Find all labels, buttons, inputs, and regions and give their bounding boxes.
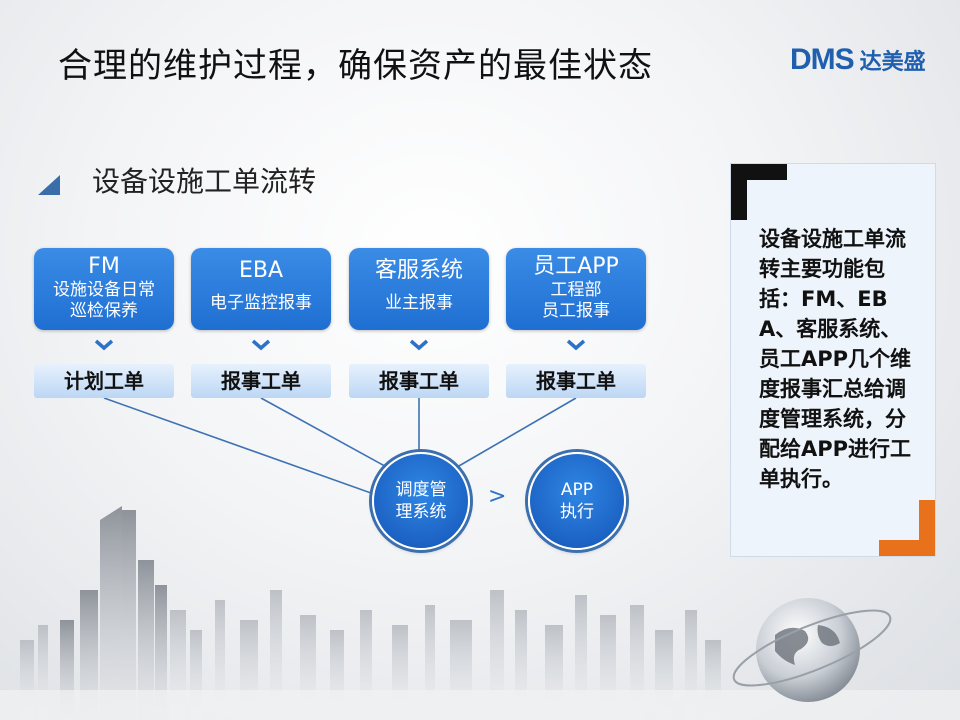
source-sub: 业主报事 [385, 293, 453, 313]
arrow-right-icon: > [488, 484, 507, 509]
source-sub: 员工报事 [542, 301, 610, 321]
app-line1: APP [560, 480, 594, 500]
app-execute-node: APP 执行 [528, 452, 626, 550]
source-head: EBA [238, 258, 284, 283]
logo-mark: DMS [790, 43, 855, 76]
company-logo: DMS 达美盛 [790, 40, 926, 80]
section-bullet-icon [38, 175, 60, 195]
app-line2: 执行 [560, 502, 594, 522]
source-sub: 设施设备日常 [53, 280, 155, 300]
source-sub: 电子监控报事 [210, 293, 312, 313]
dispatch-system-node: 调度管 理系统 [372, 452, 470, 550]
source-box-eba: EBA 电子监控报事 [191, 248, 331, 330]
summary-panel: 设备设施工单流转主要功能包括：FM、EBA、客服系统、员工APP几个维度报事汇总… [730, 163, 936, 557]
corner-bracket-icon [731, 164, 787, 220]
slide-title: 合理的维护过程，确保资产的最佳状态 [58, 46, 653, 86]
chevron-down-icon [566, 339, 586, 351]
corner-bracket-icon [879, 500, 935, 556]
source-sub: 工程部 [550, 280, 602, 300]
ticket-report: 报事工单 [506, 364, 646, 398]
chevron-down-icon [409, 339, 429, 351]
dispatch-line1: 调度管 [395, 480, 447, 500]
connector-eba [260, 397, 393, 471]
connector-app [451, 397, 577, 471]
city-skyline-illustration [0, 506, 960, 720]
source-box-fm: FM 设施设备日常 巡检保养 [34, 248, 174, 330]
chevron-down-icon [94, 339, 114, 351]
chevron-down-icon [251, 339, 271, 351]
source-head: FM [88, 254, 120, 279]
summary-text: 设备设施工单流转主要功能包括：FM、EBA、客服系统、员工APP几个维度报事汇总… [759, 227, 912, 491]
source-box-customer-service: 客服系统 业主报事 [349, 248, 489, 330]
dispatch-line2: 理系统 [395, 502, 447, 522]
source-sub: 巡检保养 [70, 301, 138, 321]
source-head: 员工APP [533, 254, 619, 279]
ticket-report: 报事工单 [191, 364, 331, 398]
source-head: 客服系统 [374, 258, 463, 283]
logo-chinese-name: 达美盛 [859, 50, 926, 75]
section-title: 设备设施工单流转 [92, 165, 317, 198]
ticket-report: 报事工单 [349, 364, 489, 398]
connector-fm [103, 397, 386, 499]
globe-icon [732, 598, 892, 702]
ticket-plan: 计划工单 [34, 364, 174, 398]
source-box-staff-app: 员工APP 工程部 员工报事 [506, 248, 646, 330]
